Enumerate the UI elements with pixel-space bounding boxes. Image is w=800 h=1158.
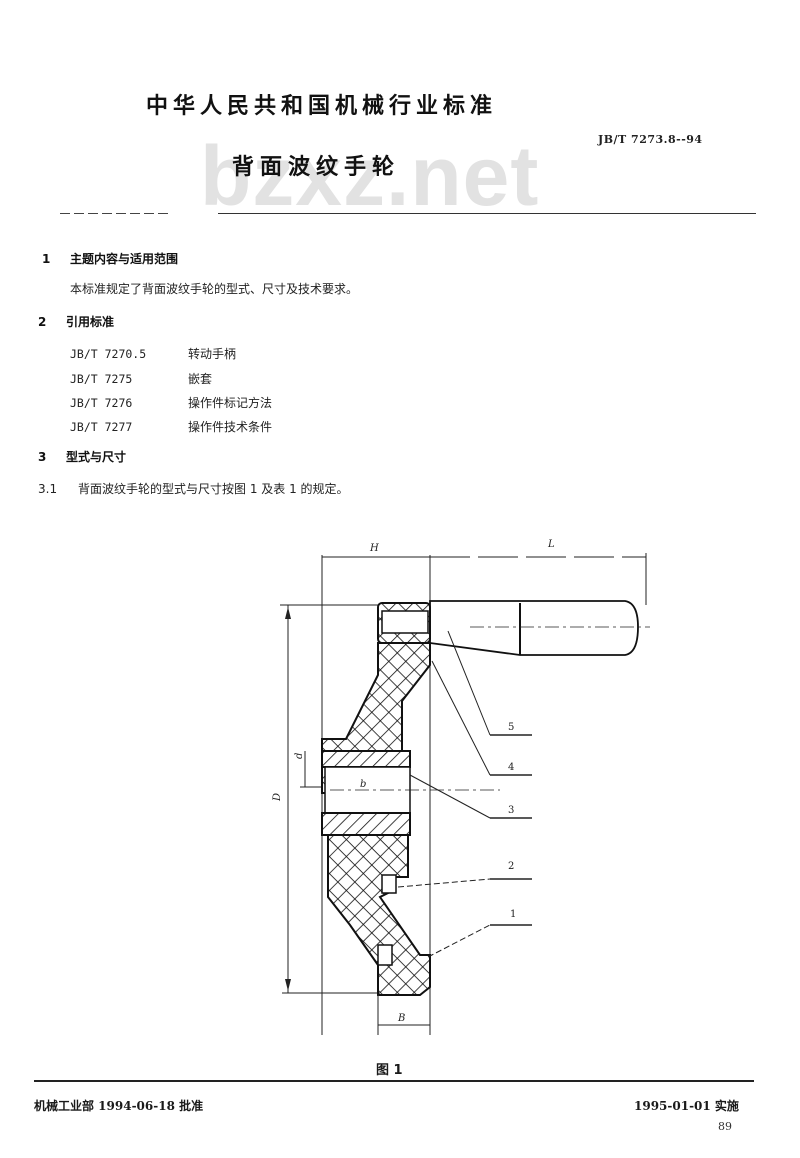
callout-1: 1	[510, 909, 516, 920]
standard-code: JB/T 7273.8--94	[598, 133, 703, 146]
footer-rule	[34, 1080, 754, 1082]
reference-row: JB/T 7276 操作件标记方法	[70, 394, 272, 411]
effective-date: 1995-01-01 实施	[634, 1099, 739, 1113]
reference-title: 操作件标记方法	[188, 396, 273, 410]
handwheel-cross-section-drawing: H L D d b B 5 4 3 2 1	[272, 539, 650, 1035]
section-title: 引用标准	[66, 315, 115, 329]
section-1-body: 本标准规定了背面波纹手轮的型式、尺寸及技术要求。	[70, 282, 359, 296]
section-3-heading: 3 型式与尺寸	[38, 448, 126, 465]
approval-date: 机械工业部 1994-06-18 批准	[34, 1099, 204, 1113]
reference-title: 操作件技术条件	[188, 420, 273, 434]
section-1-heading: 1 主题内容与适用范围	[42, 250, 178, 267]
header-rule-left	[60, 213, 170, 214]
section-2-heading: 2 引用标准	[38, 313, 114, 330]
subsection-body: 背面波纹手轮的型式与尺寸按图 1 及表 1 的规定。	[78, 482, 349, 496]
callout-5: 5	[508, 722, 514, 733]
dim-label-d: d	[294, 753, 305, 759]
section-number: 3	[38, 450, 47, 464]
dim-label-b: b	[360, 779, 366, 790]
dim-label-L: L	[547, 539, 555, 550]
reference-title: 转动手柄	[188, 347, 237, 361]
dim-label-B: B	[397, 1013, 405, 1024]
section-title: 型式与尺寸	[66, 450, 127, 464]
reference-row: JB/T 7277 操作件技术条件	[70, 418, 272, 435]
document-title: 背面波纹手轮	[232, 154, 401, 180]
figure-caption: 图 1	[376, 1063, 403, 1078]
dim-label-H: H	[369, 543, 379, 554]
issuing-organization: 中华人民共和国机械行业标准	[146, 93, 498, 119]
section-title: 主题内容与适用范围	[70, 252, 179, 266]
reference-code: JB/T 7276	[70, 396, 133, 410]
section-number: 1	[42, 252, 51, 266]
page-number: 89	[718, 1120, 732, 1133]
watermark: bzxz.net	[200, 129, 540, 223]
callout-3: 3	[508, 805, 514, 816]
callout-4: 4	[508, 762, 514, 773]
section-number: 2	[38, 315, 47, 329]
subsection-3-1: 3.1 背面波纹手轮的型式与尺寸按图 1 及表 1 的规定。	[38, 480, 349, 497]
callout-2: 2	[508, 861, 514, 872]
reference-title: 嵌套	[188, 372, 213, 386]
reference-row: JB/T 7270.5 转动手柄	[70, 345, 236, 362]
reference-code: JB/T 7275	[70, 372, 133, 386]
header-rule	[218, 213, 756, 214]
reference-code: JB/T 7277	[70, 420, 133, 434]
reference-row: JB/T 7275 嵌套	[70, 370, 212, 387]
subsection-number: 3.1	[38, 482, 58, 496]
reference-code: JB/T 7270.5	[70, 347, 147, 361]
dim-label-D: D	[272, 793, 283, 802]
